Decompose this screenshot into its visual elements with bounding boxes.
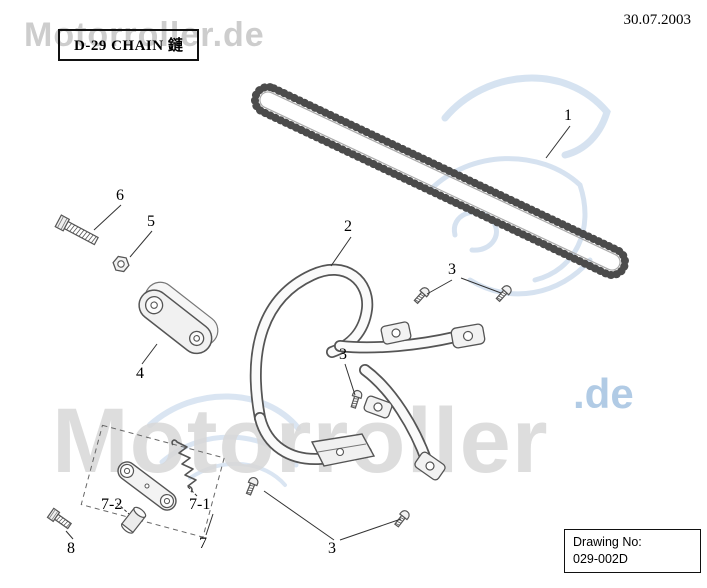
part-label-5: 5 bbox=[147, 213, 155, 230]
drawing-number-value: 029-002D bbox=[573, 552, 628, 567]
leader-4 bbox=[141, 343, 158, 365]
drawing-number-label: Drawing No: bbox=[573, 535, 642, 550]
part-tensioner-assembly bbox=[80, 424, 225, 538]
watermark-big-de: .de bbox=[573, 370, 634, 417]
leader-7 bbox=[205, 513, 214, 536]
leader-3-upper bbox=[426, 277, 502, 295]
part-label-3-middle: 3 bbox=[339, 346, 347, 363]
leader-7-1 bbox=[186, 485, 198, 497]
leader-6 bbox=[93, 204, 122, 231]
part-label-4: 4 bbox=[136, 365, 144, 382]
part-label-3-upper: 3 bbox=[448, 261, 456, 278]
leader-3-middle bbox=[344, 363, 356, 396]
part-label-2: 2 bbox=[344, 218, 352, 235]
part-chain bbox=[251, 83, 629, 279]
part-label-1: 1 bbox=[564, 107, 572, 124]
part-tensioner-spring bbox=[171, 439, 197, 493]
leader-2 bbox=[330, 236, 352, 267]
part-tensioner-arm bbox=[117, 461, 177, 511]
leader-1 bbox=[545, 125, 571, 159]
watermark-top-left: Motorroller.de bbox=[24, 16, 265, 54]
leader-lines bbox=[65, 125, 571, 541]
page-title: D-29 CHAIN 鏈 bbox=[74, 38, 184, 54]
part-tensioner-roller bbox=[121, 506, 147, 534]
drawing-number-box: Drawing No: 029-002D bbox=[564, 529, 701, 573]
part-guard-frame bbox=[249, 263, 486, 481]
part-label-8: 8 bbox=[67, 540, 75, 557]
drawing-date: 30.07.2003 bbox=[623, 12, 692, 28]
title-box: D-29 CHAIN 鏈 bbox=[58, 29, 200, 61]
part-screw-upper-left bbox=[412, 285, 432, 306]
leader-5 bbox=[129, 230, 153, 258]
part-nut bbox=[112, 255, 130, 273]
leader-7-2 bbox=[116, 502, 130, 515]
part-bolt-small bbox=[46, 507, 73, 530]
part-bolt bbox=[54, 214, 99, 246]
part-label-7-2: 7-2 bbox=[101, 496, 123, 513]
part-label-7: 7 bbox=[199, 535, 207, 552]
part-bracket bbox=[138, 281, 219, 355]
part-label-7-1: 7-1 bbox=[189, 496, 211, 513]
leader-8 bbox=[65, 530, 74, 540]
part-label-3-lower: 3 bbox=[328, 540, 336, 557]
part-screw-lower-right bbox=[392, 508, 412, 529]
part-label-6: 6 bbox=[116, 187, 124, 204]
leader-3-lower bbox=[263, 490, 402, 541]
